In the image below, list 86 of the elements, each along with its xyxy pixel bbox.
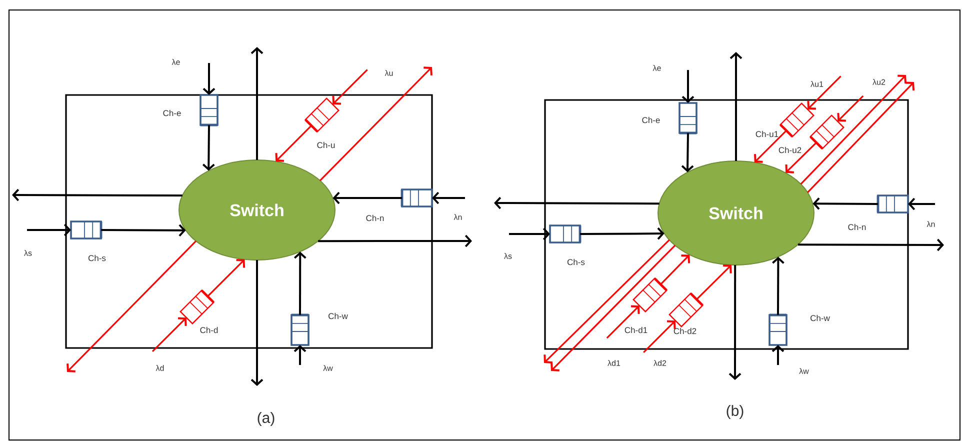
wavelength-label: λu1 — [810, 81, 824, 87]
channel-label: Ch-e — [642, 116, 660, 124]
arrow — [494, 196, 660, 210]
wavelength-label: λd1 — [608, 360, 620, 366]
arrow — [207, 258, 246, 297]
arrow — [66, 240, 197, 372]
arrow — [785, 142, 817, 174]
arrow — [332, 69, 368, 105]
wavelength-label: λu — [384, 70, 393, 76]
arrow — [250, 260, 264, 386]
arrow — [27, 224, 72, 236]
arrow — [509, 228, 550, 240]
arrow — [837, 95, 864, 122]
channel-label: Ch-w — [328, 312, 348, 320]
queue-icon — [200, 94, 218, 126]
wavelength-label: λd2 — [654, 360, 666, 366]
arrow — [754, 130, 787, 163]
queue-icon — [632, 278, 668, 312]
wavelength-label: λn — [926, 221, 935, 227]
arrow — [294, 344, 306, 365]
arrow — [908, 198, 935, 210]
arrow — [332, 192, 402, 204]
arrow — [544, 239, 670, 364]
wavelength-label: λw — [323, 365, 333, 371]
arrow — [202, 63, 216, 95]
arrow — [798, 238, 944, 252]
arrow — [152, 317, 187, 352]
queue-icon — [780, 102, 814, 138]
queue-icon — [668, 292, 704, 328]
arrow — [101, 224, 186, 237]
wavelength-label: λs — [504, 253, 512, 259]
channel-label: Ch-w — [810, 314, 830, 322]
arrow — [12, 188, 182, 202]
queue-icon — [768, 314, 788, 346]
channel-label: Ch-u — [317, 142, 335, 148]
channel-label: Ch-u2 — [778, 146, 802, 154]
channel-label: Ch-s — [88, 254, 106, 262]
wavelength-label: λn — [454, 214, 462, 220]
channel-label: Ch-d — [200, 326, 218, 334]
arrow — [772, 256, 784, 315]
wavelength-label: λu2 — [872, 79, 886, 85]
panel-caption: (a) — [258, 412, 274, 426]
arrow — [730, 52, 742, 161]
arrow — [432, 192, 465, 204]
arrow — [643, 320, 676, 353]
queue-icon — [810, 114, 844, 150]
arrow — [696, 264, 732, 300]
arrow — [275, 125, 312, 162]
arrow — [606, 305, 640, 339]
wavelength-label: λe — [652, 65, 661, 71]
queue-icon — [400, 188, 433, 208]
queue-icon — [180, 290, 214, 324]
arrow — [320, 66, 432, 182]
wavelength-label: λs — [24, 250, 32, 256]
arrow — [660, 254, 690, 285]
channel-label: Ch-n — [848, 224, 866, 230]
queue-icon — [876, 194, 909, 214]
queue-icon — [549, 224, 582, 244]
wavelength-label: λd — [156, 365, 164, 371]
queue-icon — [70, 220, 102, 240]
channel-label: Ch-n — [366, 214, 384, 222]
arrow — [812, 197, 878, 210]
arrow — [681, 132, 694, 172]
queue-icon — [678, 102, 698, 134]
wavelength-label: λw — [799, 368, 809, 374]
panel-caption: (b) — [726, 405, 744, 419]
arrow — [250, 47, 264, 160]
channel-label: Ch-d1 — [624, 326, 648, 334]
queue-icon — [304, 98, 340, 132]
arrow — [772, 344, 784, 365]
arrow — [800, 74, 907, 185]
channel-label: Ch-d2 — [674, 328, 696, 334]
channel-label: Ch-e — [163, 110, 181, 116]
arrow — [728, 264, 742, 380]
arrow — [202, 124, 215, 171]
arrow — [807, 82, 915, 193]
arrow — [807, 76, 842, 110]
arrow — [550, 244, 676, 372]
arrow — [580, 227, 664, 240]
queue-icon — [290, 314, 310, 346]
channel-label: Ch-s — [567, 258, 585, 266]
arrow — [318, 234, 472, 248]
arrow — [294, 252, 306, 315]
arrow — [682, 70, 694, 103]
channel-label: Ch-u1 — [756, 130, 778, 138]
wavelength-label: λe — [172, 59, 180, 65]
